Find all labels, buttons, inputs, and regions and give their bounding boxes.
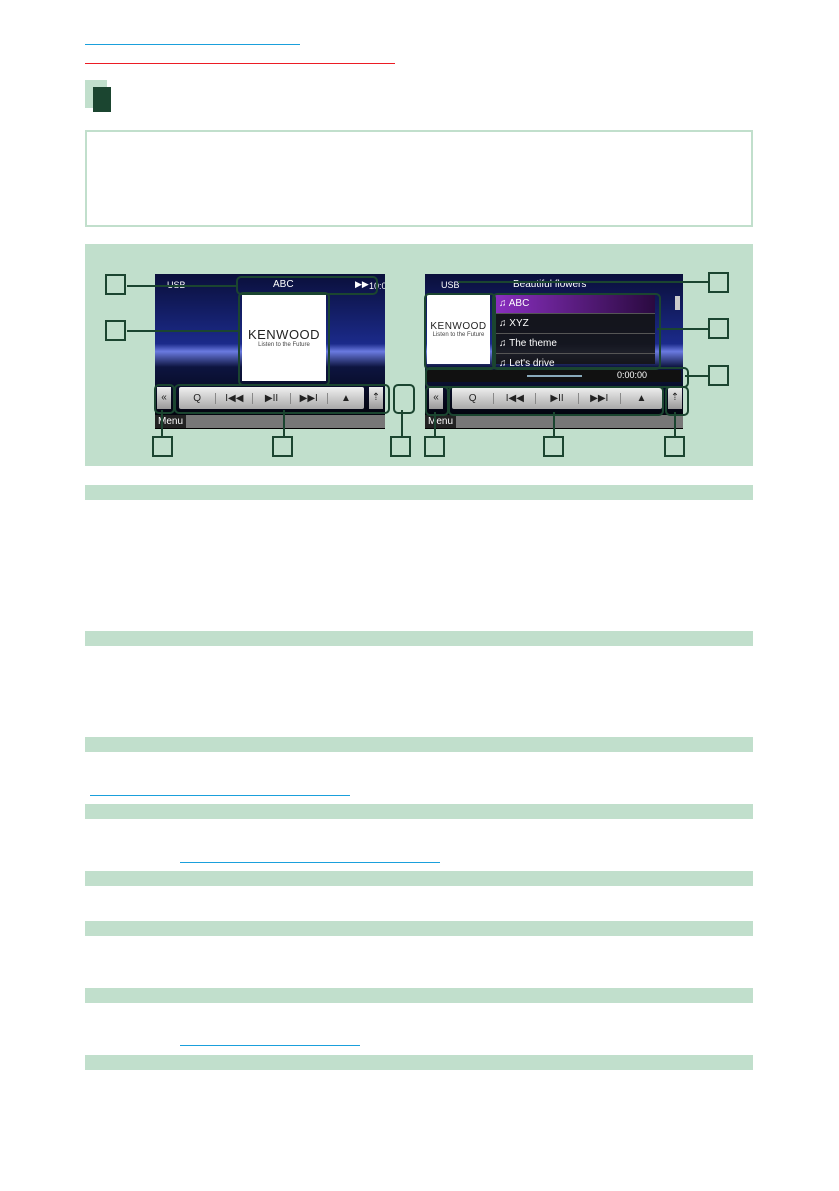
callout-1 <box>105 274 126 295</box>
source-label: USB <box>441 280 460 290</box>
callout-6 <box>664 436 685 457</box>
highlight-art <box>424 293 496 370</box>
control-bar: Q I◀◀ ▶II ▶▶I ▲ <box>452 387 662 409</box>
logo-text: KENWOOD <box>430 320 487 332</box>
highlight-collapse <box>425 386 449 416</box>
callout-4 <box>272 436 293 457</box>
progress-row: 0:00:00 <box>427 370 681 382</box>
track-title: Beautiful flowers <box>513 279 587 290</box>
progress-bar[interactable] <box>527 375 582 377</box>
search-button[interactable]: Q <box>179 392 217 404</box>
section-bar <box>85 871 753 886</box>
reference-link[interactable] <box>180 862 440 863</box>
eject-button[interactable]: ▲ <box>636 392 647 404</box>
section-bar <box>85 737 753 752</box>
tagline: Listen to the Future <box>258 341 310 348</box>
highlight-upload <box>665 386 689 416</box>
callout-2 <box>105 320 126 341</box>
leader-line <box>127 285 237 287</box>
callout-4 <box>424 436 445 457</box>
section-bar <box>85 1055 753 1070</box>
list-item[interactable]: ♫ The theme <box>495 334 655 354</box>
eject-button[interactable]: ▲ <box>340 392 351 404</box>
playtime: 0:00:00 <box>617 370 648 380</box>
logo-text: KENWOOD <box>247 326 321 342</box>
screen-left: USB ABC ▶▶ 10:00 KENWOOD Listen to the F… <box>155 274 385 429</box>
highlight-progress <box>425 367 689 388</box>
section-bar <box>85 631 753 646</box>
menu-label: Menu <box>155 415 187 428</box>
callout-5 <box>390 436 411 457</box>
album-art: KENWOOD Listen to the Future <box>242 293 326 381</box>
menu-bar[interactable]: Menu <box>155 415 385 428</box>
highlight-upload <box>393 384 415 414</box>
callout-3 <box>152 436 173 457</box>
upload-button[interactable]: ⇡ <box>668 387 682 409</box>
album-art: KENWOOD Listen to the Future <box>427 294 490 364</box>
reference-link[interactable] <box>180 1045 360 1046</box>
previous-button[interactable]: I◀◀ <box>216 392 254 404</box>
menu-label: Menu <box>425 415 457 428</box>
leader-line <box>674 412 676 438</box>
leader-line <box>685 375 708 377</box>
section-marker-dark <box>93 87 111 112</box>
callout-1 <box>708 272 729 293</box>
control-bar: Q I◀◀ ▶II ▶▶I ▲ <box>179 387 364 409</box>
scrollbar[interactable] <box>675 296 680 310</box>
collapse-button[interactable]: « <box>429 387 443 409</box>
search-button[interactable]: Q <box>452 392 495 404</box>
leader-line <box>161 410 163 438</box>
highlight-title <box>236 276 378 295</box>
highlight-controls <box>174 384 390 414</box>
leader-line <box>458 281 708 283</box>
leader-line <box>657 328 708 330</box>
leader-line <box>283 410 285 438</box>
leader-line <box>401 410 403 438</box>
section-bar <box>85 485 753 500</box>
collapse-button[interactable]: « <box>157 387 171 409</box>
leader-line <box>434 412 436 438</box>
highlight-controls <box>448 386 664 416</box>
leader-line <box>553 412 555 438</box>
header-rule-red <box>85 63 395 64</box>
screen-right: USB Beautiful flowers KENWOOD Listen to … <box>425 274 683 429</box>
header-link-line[interactable] <box>85 44 300 45</box>
play-pause-button[interactable]: ▶II <box>253 392 291 404</box>
fast-forward-icon: ▶▶ <box>355 279 369 289</box>
leader-line <box>127 330 239 332</box>
tagline: Listen to the Future <box>432 331 485 338</box>
list-item[interactable]: ♫ XYZ <box>495 314 655 334</box>
callout-3 <box>708 365 729 386</box>
track-list: ♫ ABC ♫ XYZ ♫ The theme ♫ Let's drive <box>495 294 655 374</box>
section-bar <box>85 921 753 936</box>
next-button[interactable]: ▶▶I <box>579 392 621 404</box>
callout-5 <box>543 436 564 457</box>
previous-button[interactable]: I◀◀ <box>494 392 537 404</box>
section-bar <box>85 804 753 819</box>
section-bar <box>85 988 753 1003</box>
highlight-collapse <box>154 384 175 414</box>
note-box <box>85 130 753 227</box>
track-title: ABC <box>273 279 294 290</box>
callout-2 <box>708 318 729 339</box>
reference-link[interactable] <box>90 795 350 796</box>
highlight-list <box>492 293 661 370</box>
highlight-art <box>238 292 330 386</box>
next-button[interactable]: ▶▶I <box>291 392 328 404</box>
play-pause-button[interactable]: ▶II <box>536 392 579 404</box>
upload-button[interactable]: ⇡ <box>369 387 383 409</box>
list-item[interactable]: ♫ ABC <box>495 294 655 314</box>
